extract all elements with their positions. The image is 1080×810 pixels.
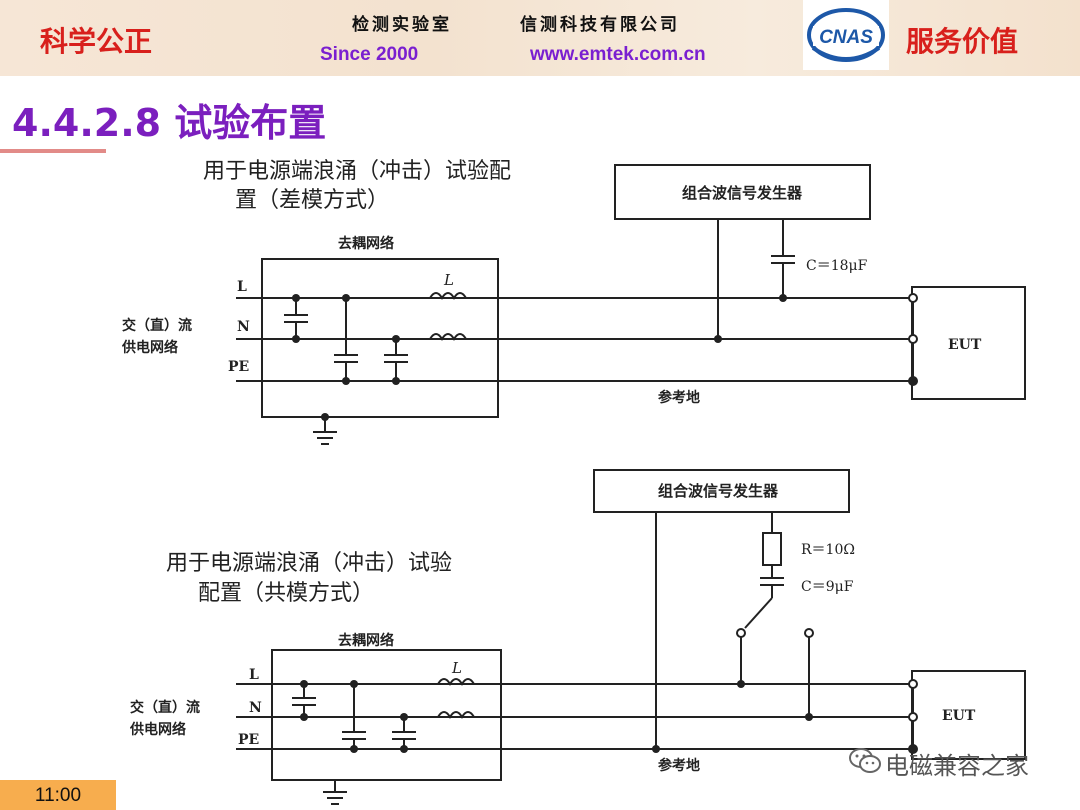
bottom-network-label: 去耦网络 [338,632,394,649]
title-underline [0,149,106,153]
top-network-label: 去耦网络 [338,235,394,252]
time-box [0,780,116,810]
top-line-N: N [237,319,250,335]
top-line-L: L [237,279,247,295]
slide-time: 11:00 [34,785,82,806]
website-link: www.emtek.com.cn [530,44,706,65]
bottom-caption-line1: 用于电源端浪涌（冲击）试验 [166,551,452,576]
top-generator-label: 组合波信号发生器 [682,184,803,202]
bottom-inductor-label: L [451,659,462,677]
bottom-line-N: N [249,700,262,716]
slogan-left: 科学公正 [40,25,153,58]
bottom-capacitor-label: C＝9μF [801,579,854,595]
lab-name: 检测实验室 [352,15,452,35]
since-year: Since 2000 [320,44,419,65]
top-supply-line2: 供电网络 [121,339,178,356]
bottom-line-PE: PE [238,732,259,748]
bottom-line-L: L [249,667,259,683]
slide-title: 4.4.2.8 试验布置 [12,101,327,145]
top-supply-line1: 交（直）流 [122,317,192,334]
top-eut-label: EUT [948,337,982,353]
bottom-supply-line2: 供电网络 [129,721,186,738]
top-capacitor-label: C＝18μF [806,258,868,274]
bottom-resistor-label: R＝10Ω [801,542,855,558]
bottom-generator-label: 组合波信号发生器 [658,482,779,500]
top-inductor-label: L [443,271,454,289]
slogan-right: 服务价值 [906,25,1019,58]
company-name: 信测科技有限公司 [520,15,680,35]
bottom-eut-label: EUT [942,708,976,724]
top-ground-label: 参考地 [658,389,700,406]
top-caption-line2: 置（差模方式） [235,188,389,213]
bottom-caption-line2: 配置（共模方式） [198,581,374,606]
watermark-text: 电磁兼容之家 [885,752,1029,780]
top-caption-line1: 用于电源端浪涌（冲击）试验配 [203,159,511,184]
bottom-ground-label: 参考地 [658,757,700,774]
cnas-logo-text: CNAS [819,27,873,48]
bottom-supply-line1: 交（直）流 [130,699,200,716]
wechat-icon [848,746,882,780]
top-line-PE: PE [228,359,249,375]
cnas-logo: CNAS [803,0,889,70]
header-band [0,0,1080,76]
